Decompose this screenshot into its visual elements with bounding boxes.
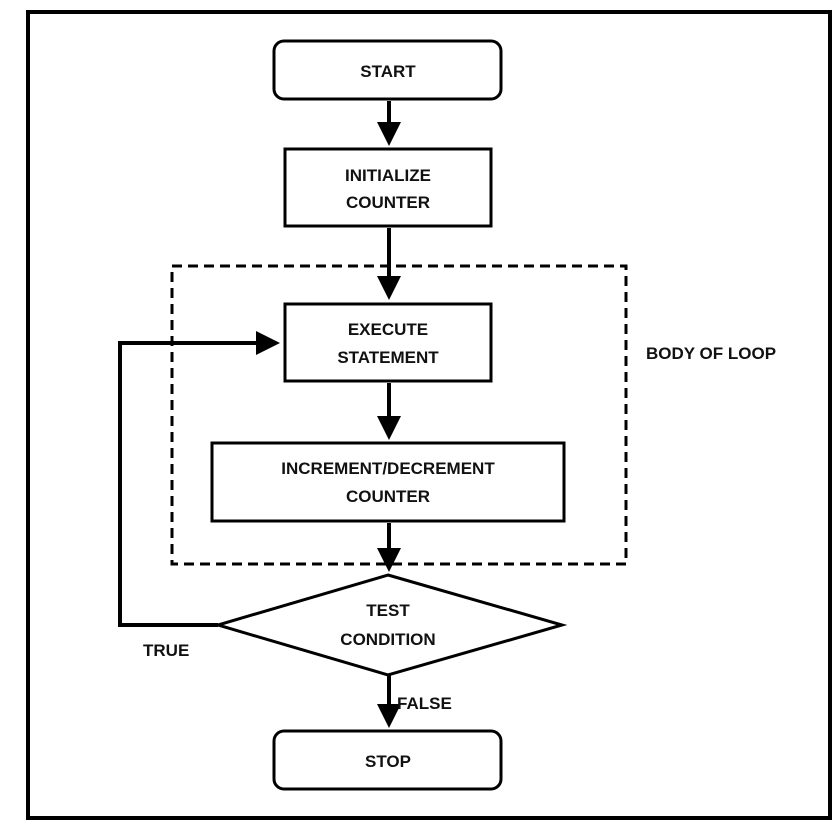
start-node-label: START bbox=[360, 62, 416, 81]
start-node bbox=[272, 39, 503, 101]
initialize-counter-node bbox=[283, 147, 493, 228]
test-condition-label-line2: CONDITION bbox=[340, 630, 435, 649]
execute-statement-label-line2: STATEMENT bbox=[337, 348, 439, 367]
connector-true-loop-back bbox=[118, 331, 280, 627]
outer-border bbox=[26, 10, 832, 820]
increment-decrement-label-line2: COUNTER bbox=[346, 487, 430, 506]
execute-statement-label-line1: EXECUTE bbox=[348, 320, 428, 339]
initialize-counter-label-line2: COUNTER bbox=[346, 193, 430, 212]
false-branch-label: FALSE bbox=[397, 694, 452, 713]
test-condition-label-line1: TEST bbox=[366, 601, 410, 620]
body-of-loop-label: BODY OF LOOP bbox=[646, 344, 776, 363]
true-branch-label: TRUE bbox=[143, 641, 189, 660]
initialize-counter-label-line1: INITIALIZE bbox=[345, 166, 431, 185]
stop-node bbox=[272, 729, 503, 791]
execute-statement-node bbox=[283, 302, 493, 383]
increment-decrement-node bbox=[210, 441, 566, 523]
stop-node-label: STOP bbox=[365, 752, 411, 771]
test-condition-node bbox=[212, 573, 568, 677]
increment-decrement-label-line1: INCREMENT/DECREMENT bbox=[281, 459, 495, 478]
